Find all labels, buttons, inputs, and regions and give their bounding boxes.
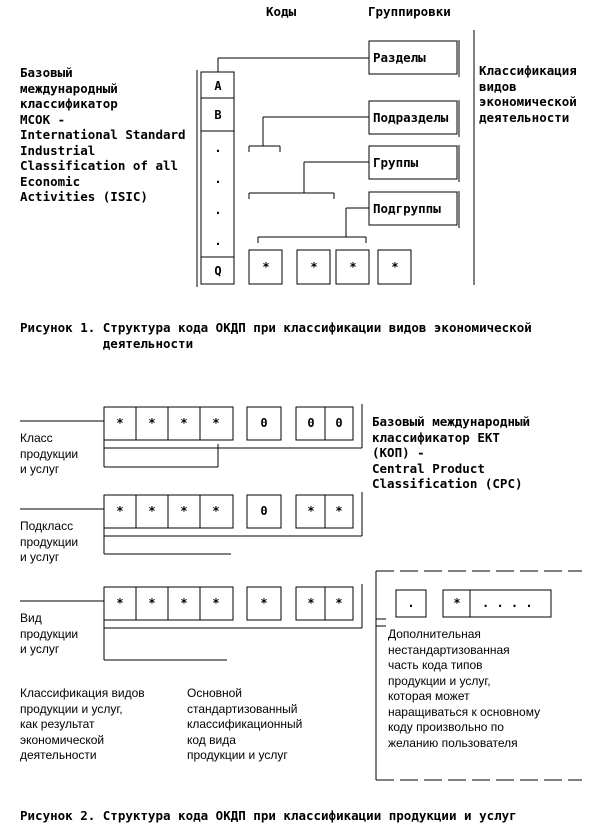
code-B: B (214, 108, 222, 122)
figure1-caption: Рисунок 1. Структура кода ОКДП при класс… (20, 320, 532, 351)
r2-c4: * (212, 504, 220, 518)
r3-c1: * (116, 596, 124, 610)
header-groupings: Группировки (368, 4, 451, 19)
r2-c1: * (116, 504, 124, 518)
row2-label: Подкласс продукции и услуг (20, 519, 79, 564)
r1-c2: * (148, 416, 156, 430)
r2-c3: * (180, 504, 188, 518)
r1-c5: 0 (260, 416, 268, 430)
r3-c4: * (212, 596, 220, 610)
code-Q: Q (214, 264, 222, 278)
isic-label: Базовый международный классификатор МСОК… (20, 65, 186, 204)
r3-c2: * (148, 596, 156, 610)
grouping-subsections: Подразделы (373, 110, 449, 125)
row1-label: Класс продукции и услуг (20, 431, 79, 476)
cpc-label: Базовый международный классификатор ЕКТ … (372, 414, 531, 491)
r3-c3: * (180, 596, 188, 610)
side-label: Классификация видов экономической деятел… (479, 63, 577, 125)
star-4: * (391, 260, 399, 274)
r1-c1: * (116, 416, 124, 430)
r1-c7: 0 (335, 416, 343, 430)
r2-c2: * (148, 504, 156, 518)
r3-c7: * (335, 596, 343, 610)
r3-c5: * (260, 596, 268, 610)
bottom-mid-label: Основной стандартизованный классификацио… (187, 686, 303, 762)
figure2-caption: Рисунок 2. Структура кода ОКДП при класс… (20, 808, 517, 823)
header-codes: Коды (266, 4, 297, 19)
row3-label: Вид продукции и услуг (20, 611, 79, 656)
extra-dots: . . . . (482, 596, 533, 610)
star-3: * (349, 260, 357, 274)
extra-label: Дополнительная нестандартизованная часть… (388, 627, 541, 750)
r1-c6: 0 (307, 416, 315, 430)
bottom-left-label: Классификация видов продукции и услуг, к… (20, 686, 145, 762)
r2-c6: * (307, 504, 315, 518)
extra-dot: . (407, 596, 415, 610)
r2-c7: * (335, 504, 343, 518)
star-1: * (262, 260, 270, 274)
grouping-sections: Разделы (373, 50, 426, 65)
code-dot-2: . (214, 172, 222, 186)
code-dot-3: . (214, 203, 222, 217)
r1-c3: * (180, 416, 188, 430)
r2-c5: 0 (260, 504, 268, 518)
box-sections (368, 40, 458, 75)
r1-c4: * (212, 416, 220, 430)
r3-c6: * (307, 596, 315, 610)
grouping-groups: Группы (373, 155, 419, 170)
code-dot-1: . (214, 141, 222, 155)
code-dot-4: . (214, 234, 222, 248)
grouping-subgroups: Подгруппы (373, 201, 441, 216)
extra-star: * (453, 596, 461, 610)
code-A: A (214, 79, 222, 93)
star-2: * (310, 260, 318, 274)
